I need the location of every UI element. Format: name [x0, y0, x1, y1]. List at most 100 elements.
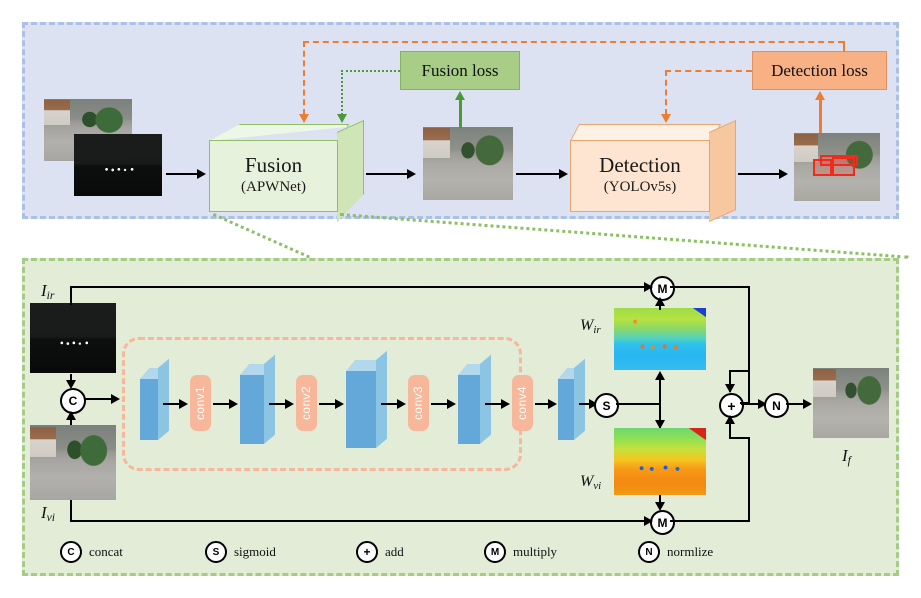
detection-bbox-3	[819, 155, 859, 167]
slab5-to-sigmoid-line	[579, 403, 590, 405]
fusion-block-front-face: Fusion (APWNet)	[209, 140, 338, 212]
feature-slab-4	[458, 354, 491, 444]
legend-sigmoid-label: sigmoid	[234, 544, 276, 559]
detection-loss-feedback-arrow	[661, 114, 671, 123]
ir-skip-horizontal	[70, 286, 645, 288]
feature-slab-3	[346, 350, 387, 448]
arrow-fused-to-detection-head	[559, 168, 568, 179]
legend-normalize-symbol: N	[645, 546, 653, 558]
conv1-label: conv1	[193, 385, 208, 421]
wir-to-multiply-arrow	[655, 297, 665, 306]
legend-add-symbol: +	[363, 545, 371, 559]
conv1-to-slab2-line	[213, 403, 230, 405]
fusion-loss-box: Fusion loss	[400, 51, 520, 90]
fusion-block-top-face	[209, 124, 349, 141]
legend-multiply-icon: M	[484, 541, 506, 563]
detection-bbox-1	[812, 158, 833, 177]
legend-concat-label: concat	[89, 544, 123, 559]
fusion-block: Fusion (APWNet)	[209, 124, 338, 212]
add-to-normalize-line	[741, 403, 759, 405]
slab1-to-conv1-line	[163, 403, 180, 405]
zoom-connector-right	[339, 213, 909, 259]
input-ir-label-sub: ir	[46, 289, 55, 303]
legend-multiply-label: multiply	[513, 544, 558, 559]
feature-slab-5-front	[558, 379, 574, 440]
multiply-ir-operator-symbol: M	[657, 281, 668, 296]
sigmoid-operator-symbol: S	[602, 398, 611, 413]
wvi-to-multiply-arrow	[655, 502, 665, 511]
detection-bbox-2	[831, 157, 855, 177]
legend-concat-symbol: C	[67, 546, 75, 558]
detection-loss-box: Detection loss	[752, 51, 887, 90]
detection-loss-to-fusion-arrow	[299, 114, 309, 123]
legend-sigmoid-symbol: S	[212, 546, 220, 558]
concat-to-convgroup-line	[84, 398, 112, 400]
conv1-to-slab2-arrow	[229, 398, 238, 409]
fusion-loss-feedback-horizontal	[341, 70, 400, 72]
feature-slab-2-side	[264, 354, 275, 444]
fusion-loss-feedback-vertical	[341, 70, 343, 115]
fused-output-image-detail	[813, 368, 889, 438]
arrow-fusion-to-fused-head	[407, 168, 416, 179]
multiply-vi-to-add-vertical	[748, 437, 750, 521]
fusion-loss-feedback-arrow	[337, 114, 347, 123]
slab3-to-conv3-arrow	[397, 398, 406, 409]
normalize-operator: N	[764, 393, 789, 418]
ir-to-concat-arrow	[65, 380, 76, 389]
conv3-label: conv3	[411, 385, 426, 421]
weight-map-ir-label: Wir	[580, 317, 601, 336]
detection-block-subtitle: (YOLOv5s)	[603, 178, 677, 195]
detection-loss-to-fusion-horizontal	[303, 41, 844, 43]
slab2-to-conv2-arrow	[285, 398, 294, 409]
feature-slab-2-front	[240, 375, 264, 444]
legend-concat-icon: C	[60, 541, 82, 563]
conv1-layer: conv1	[190, 375, 211, 431]
legend-normalize-icon: N	[638, 541, 660, 563]
input-ir-label: Iir	[41, 281, 54, 302]
arrow-fusion-to-fused-line	[366, 173, 408, 175]
wir-to-multiply-line	[659, 304, 661, 310]
conv3-layer: conv3	[408, 375, 429, 431]
detection-loss-to-fusion-right-vertical	[843, 41, 845, 52]
vi-to-concat-arrow	[65, 411, 76, 420]
legend-item-sigmoid: S sigmoid	[205, 541, 276, 563]
split-to-wir-arrow	[655, 371, 665, 380]
conv2-to-slab3-arrow	[335, 398, 344, 409]
feature-slab-5	[558, 358, 585, 440]
fusion-loss-label: Fusion loss	[421, 60, 499, 80]
slab4-to-conv4-arrow	[501, 398, 510, 409]
weight-map-ir-label-main: W	[580, 317, 594, 334]
feature-slab-1-front	[140, 379, 158, 440]
feature-slab-4-front	[458, 375, 480, 444]
input-ir-label-main: I	[41, 281, 47, 300]
conv4-label: conv4	[515, 385, 530, 421]
multiply-vi-operator-symbol: M	[657, 515, 668, 530]
input-vi-label-main: I	[41, 503, 47, 522]
slab5-to-sigmoid-arrow	[589, 398, 598, 409]
conv2-label: conv2	[299, 385, 314, 421]
split-to-wvi-arrow	[655, 420, 665, 429]
conv4-layer-real: conv4	[512, 375, 533, 431]
vi-skip-horizontal	[70, 520, 645, 522]
add-feed-top-arrow	[725, 384, 735, 393]
fusion-block-subtitle: (APWNet)	[241, 178, 306, 195]
weight-map-ir-label-sub: ir	[593, 324, 601, 337]
slab4-to-conv4-line	[485, 403, 502, 405]
conv2-layer: conv2	[296, 375, 317, 431]
add-operator-symbol: +	[727, 397, 736, 414]
detection-result-image	[794, 133, 880, 201]
normalize-to-output-arrow	[803, 398, 812, 409]
sigmoid-to-split-line	[616, 403, 660, 405]
weight-map-vi-label-sub: vi	[593, 480, 602, 493]
detection-loss-to-fusion-left-vertical	[303, 41, 305, 115]
multiply-ir-to-add-vertical	[748, 286, 750, 403]
add-to-normalize-arrow	[758, 398, 767, 409]
zoom-connector-left	[212, 213, 310, 259]
detection-block-top-face	[570, 124, 722, 141]
arrow-fused-to-detection-line	[516, 173, 560, 175]
multiply-vi-to-add-horizontal	[670, 520, 750, 522]
weight-map-vi-image	[614, 428, 706, 495]
input-infrared-image-top	[74, 134, 162, 196]
output-fused-label-main: I	[842, 446, 848, 465]
legend-item-normalize: N normlize	[638, 541, 713, 563]
